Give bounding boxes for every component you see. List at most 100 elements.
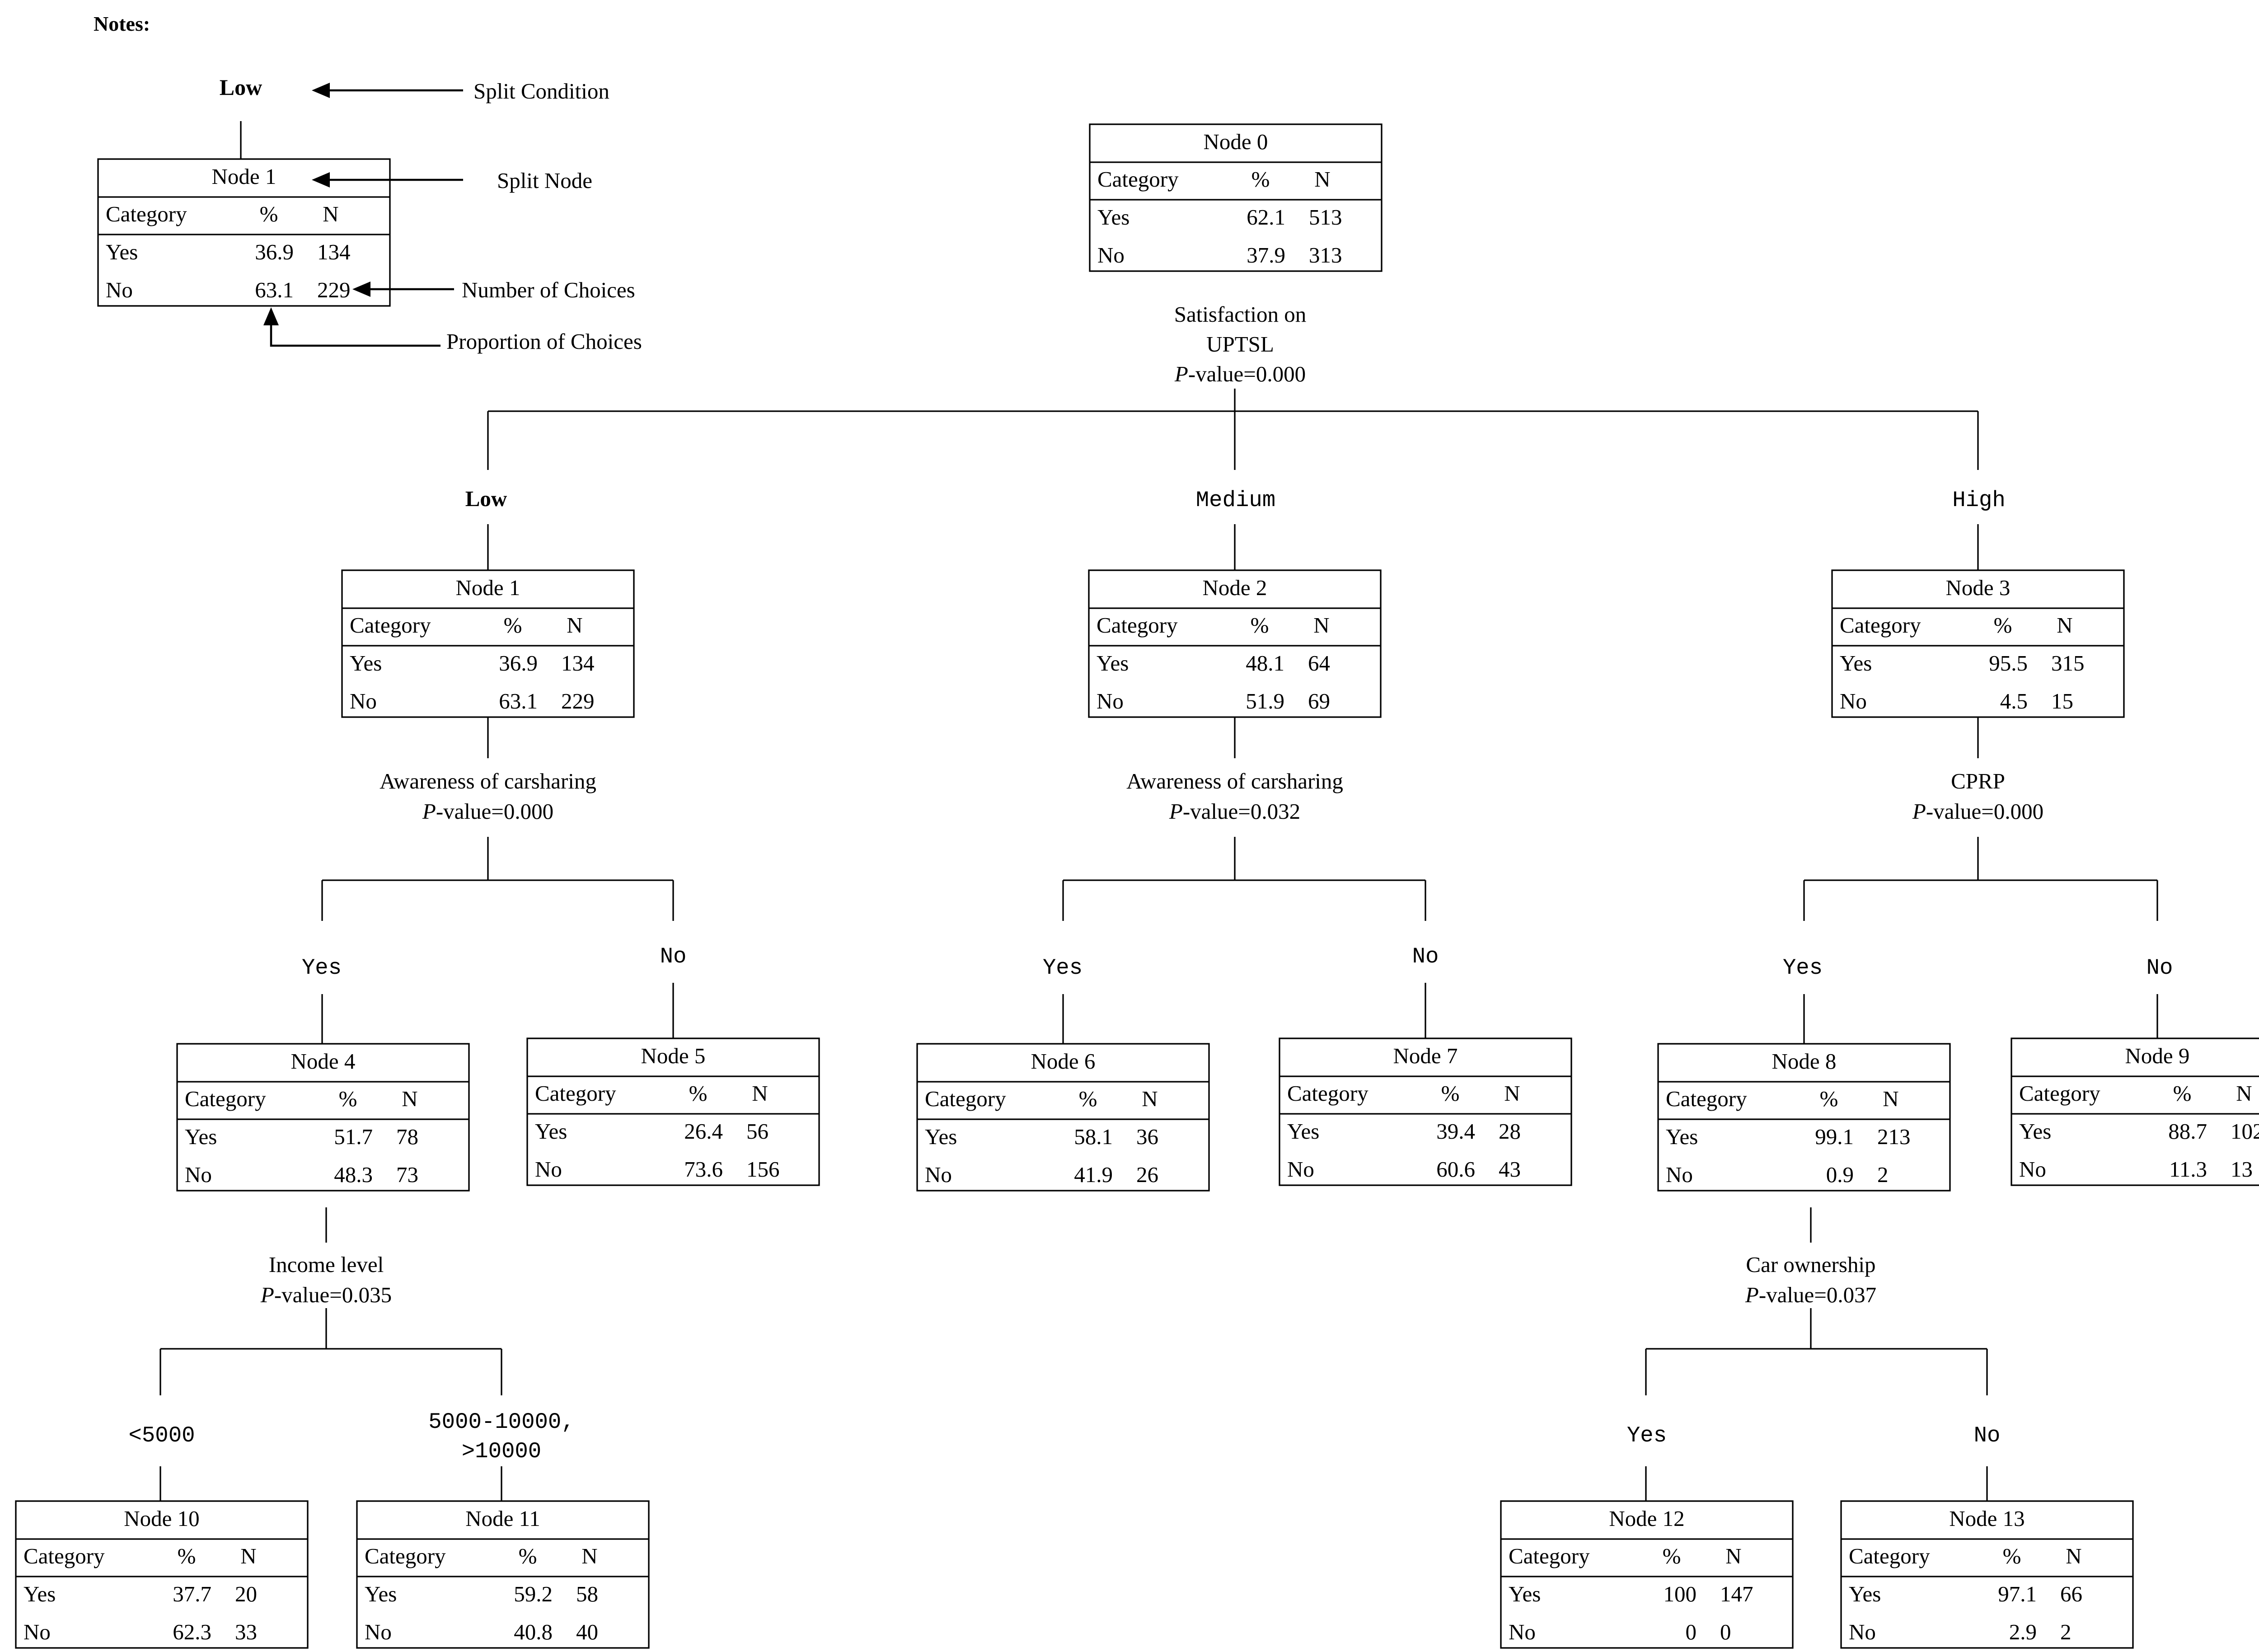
arrowhead-split-condition bbox=[312, 83, 330, 98]
node13-row-yes-percent: 97.1 bbox=[1998, 1582, 2037, 1606]
node0-header-category: Category bbox=[1097, 167, 1179, 192]
node10-header-category: Category bbox=[23, 1544, 105, 1568]
node3-row-no-percent: 4.5 bbox=[2000, 689, 2028, 713]
example-header-percent: % bbox=[260, 202, 278, 226]
node5-row-no-n: 156 bbox=[746, 1157, 780, 1182]
node1-row-yes-percent: 36.9 bbox=[499, 651, 538, 676]
node9-row-no-n: 13 bbox=[2231, 1157, 2253, 1182]
node1-header-percent: % bbox=[504, 613, 522, 638]
node6-frame bbox=[916, 1043, 1210, 1192]
example-row-no-category: No bbox=[106, 277, 133, 302]
split-node3-variable: CPRP bbox=[1951, 769, 2005, 793]
node6-row-yes-category: Yes bbox=[925, 1124, 957, 1149]
split-node4-p-value: P-value=0.035 bbox=[260, 1282, 392, 1307]
node0-frame bbox=[1089, 123, 1383, 272]
node11-header-percent: % bbox=[519, 1544, 537, 1568]
arrowhead-split-node bbox=[312, 172, 330, 188]
node10-header-percent: % bbox=[178, 1544, 196, 1568]
legend-proportion-of-choices: Proportion of Choices bbox=[446, 329, 642, 354]
node5-row-yes-percent: 26.4 bbox=[684, 1119, 723, 1144]
node9-header-percent: % bbox=[2173, 1081, 2192, 1106]
node3-title: Node 3 bbox=[1946, 575, 2011, 600]
node10-row-yes-n: 20 bbox=[235, 1582, 257, 1606]
node6-header-category: Category bbox=[925, 1086, 1006, 1111]
node1-header-n: N bbox=[567, 613, 582, 638]
node9-frame bbox=[2011, 1037, 2259, 1186]
node9-row-yes-category: Yes bbox=[2019, 1119, 2051, 1144]
example-row-no-n: 229 bbox=[317, 277, 351, 302]
node11-header-n: N bbox=[581, 1544, 597, 1568]
split-node2-p-value: P-value=0.032 bbox=[1169, 799, 1300, 824]
branch-root-medium: Medium bbox=[1196, 488, 1275, 513]
node5-header-category: Category bbox=[535, 1081, 616, 1106]
branch-root-low: Low bbox=[465, 486, 507, 511]
branch-node8-no: No bbox=[1974, 1423, 2001, 1448]
example-row-yes-percent: 36.9 bbox=[255, 239, 294, 264]
split-node4-variable: Income level bbox=[269, 1252, 384, 1277]
example-header-n: N bbox=[323, 202, 338, 226]
node11-row-yes-n: 58 bbox=[576, 1582, 598, 1606]
node6-header-n: N bbox=[1142, 1086, 1158, 1111]
node3-row-yes-n: 315 bbox=[2051, 651, 2085, 676]
node10-row-no-percent: 62.3 bbox=[173, 1619, 211, 1644]
split-node8-p-value: P-value=0.037 bbox=[1745, 1282, 1876, 1307]
example-row-no-percent: 63.1 bbox=[255, 277, 294, 302]
split-root-variable-line2: UPTSL bbox=[1206, 332, 1274, 357]
node9-row-yes-percent: 88.7 bbox=[2168, 1119, 2207, 1144]
arrowhead-proportion-of-choices bbox=[263, 307, 279, 325]
node9-row-yes-n: 102 bbox=[2231, 1119, 2259, 1144]
node13-header-percent: % bbox=[2003, 1544, 2021, 1568]
node6-row-no-percent: 41.9 bbox=[1074, 1162, 1113, 1187]
node3-row-yes-category: Yes bbox=[1840, 651, 1872, 676]
node5-row-no-category: No bbox=[535, 1157, 562, 1182]
node12-header-n: N bbox=[1725, 1544, 1741, 1568]
node5-header-percent: % bbox=[689, 1081, 708, 1106]
node1-frame bbox=[341, 569, 635, 718]
node8-title: Node 8 bbox=[1772, 1049, 1837, 1074]
node0-row-yes-category: Yes bbox=[1097, 205, 1130, 230]
node4-title: Node 4 bbox=[291, 1049, 356, 1074]
example-node-box: Node 1 Category % N Yes 36.9 134 No 63.1… bbox=[97, 158, 391, 307]
node12-frame bbox=[1500, 1500, 1794, 1649]
node10-row-yes-percent: 37.7 bbox=[173, 1582, 211, 1606]
split-node2-variable: Awareness of carsharing bbox=[1126, 769, 1343, 793]
node12-row-yes-n: 147 bbox=[1720, 1582, 1753, 1606]
node11-header-category: Category bbox=[365, 1544, 446, 1568]
node2-frame bbox=[1088, 569, 1382, 718]
node4-frame bbox=[176, 1043, 470, 1192]
node1-row-yes-category: Yes bbox=[350, 651, 382, 676]
node4-header-percent: % bbox=[339, 1086, 357, 1111]
split-label-node8: Car ownership P-value=0.037 bbox=[1745, 1252, 1876, 1307]
branch-node8-yes: Yes bbox=[1627, 1423, 1667, 1448]
node11-row-yes-category: Yes bbox=[365, 1582, 397, 1606]
node13-row-no-n: 2 bbox=[2060, 1619, 2072, 1644]
node4-header-category: Category bbox=[185, 1086, 266, 1111]
node0-row-no-category: No bbox=[1097, 243, 1125, 268]
branch-node3-no: No bbox=[2147, 955, 2173, 981]
node3-header-n: N bbox=[2057, 613, 2072, 638]
node8-row-yes-percent: 99.1 bbox=[1815, 1124, 1854, 1149]
example-node-title: Node 1 bbox=[212, 164, 277, 189]
split-node1-p-value: P-value=0.000 bbox=[422, 799, 553, 824]
branch-labels: Low Medium High Yes No Yes No Yes No <50… bbox=[128, 486, 2173, 1464]
branch-node1-yes: Yes bbox=[302, 955, 342, 981]
node1-header-category: Category bbox=[350, 613, 431, 638]
node9-row-no-category: No bbox=[2019, 1157, 2046, 1182]
node13-row-yes-n: 66 bbox=[2060, 1582, 2082, 1606]
node7-header-category: Category bbox=[1287, 1081, 1369, 1106]
node9-title: Node 9 bbox=[2125, 1043, 2190, 1068]
node6-row-yes-n: 36 bbox=[1136, 1124, 1158, 1149]
node4-row-no-n: 73 bbox=[396, 1162, 418, 1187]
node2-row-no-percent: 51.9 bbox=[1246, 689, 1284, 713]
node8-header-n: N bbox=[1883, 1086, 1898, 1111]
node8-row-yes-category: Yes bbox=[1666, 1124, 1698, 1149]
split-label-node1: Awareness of carsharing P-value=0.000 bbox=[380, 769, 596, 824]
node0-row-yes-n: 513 bbox=[1309, 205, 1342, 230]
